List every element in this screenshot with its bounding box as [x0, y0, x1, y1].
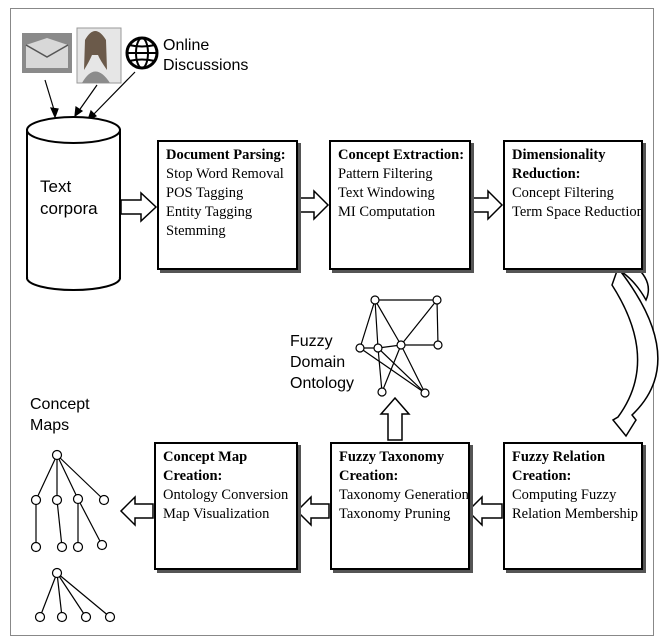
fuzzy-taxonomy-title: Fuzzy Taxonomy [339, 449, 445, 465]
concept-map-tree-2 [34, 567, 116, 623]
online-label: Online [163, 37, 210, 54]
concept-maps-label: Concept Maps [30, 394, 90, 436]
box-item: Map Visualization [163, 506, 270, 522]
flow-arrows [119, 189, 504, 527]
dimensionality-reduction-title: Dimensionality [512, 147, 606, 163]
diagram-frame [10, 8, 654, 636]
ontology-label-line3: Ontology [290, 375, 355, 392]
box-item: Term Space Reduction [512, 204, 643, 220]
person-photo-icon [76, 27, 122, 84]
concept-map-creation-box: Concept Map Creation: Ontology Conversio… [154, 442, 298, 570]
fuzzy-taxonomy-title-2: Creation: [339, 468, 399, 484]
concept-extraction-box: Concept Extraction: Pattern Filtering Te… [329, 140, 471, 270]
box-item: Taxonomy Pruning [339, 506, 451, 522]
arrow-mapcreation-to-maps [119, 495, 154, 527]
concept-extraction-title: Concept Extraction: [338, 147, 465, 163]
box-item: Relation Membership [512, 506, 639, 522]
text-corpora-line2: corpora [40, 199, 98, 218]
box-item: Computing Fuzzy [512, 487, 617, 503]
text-corpora-label: Text corpora [40, 176, 98, 220]
box-item: Pattern Filtering [338, 166, 433, 182]
online-discussions-label: Online Discussions [163, 36, 248, 76]
box-item: Concept Filtering [512, 185, 614, 201]
arrow-extraction-to-reduction [471, 189, 504, 221]
ontology-graph [355, 295, 443, 398]
arrow-corpora-to-parsing [120, 191, 158, 223]
box-item: POS Tagging [166, 185, 244, 201]
arrow-taxonomy-to-mapcreation [295, 495, 330, 527]
box-item: Stop Word Removal [166, 166, 284, 182]
box-item: MI Computation [338, 204, 436, 220]
text-corpora-line1: Text [40, 177, 72, 196]
box-item: Text Windowing [338, 185, 435, 201]
fuzzy-relation-title: Fuzzy Relation [512, 449, 606, 465]
document-parsing-title: Document Parsing: [166, 147, 286, 163]
ontology-label-line2: Domain [290, 354, 346, 371]
curved-arrow-reduction-to-relation [611, 260, 659, 438]
box-item: Entity Tagging [166, 204, 253, 220]
fuzzy-taxonomy-box: Fuzzy Taxonomy Creation: Taxonomy Genera… [330, 442, 470, 570]
concept-maps-line2: Maps [30, 417, 70, 434]
document-parsing-box: Document Parsing: Stop Word Removal POS … [157, 140, 298, 270]
fuzzy-domain-ontology-label: Fuzzy Domain Ontology [290, 331, 354, 394]
fuzzy-relation-box: Fuzzy Relation Creation: Computing Fuzzy… [503, 442, 643, 570]
globe-icon [125, 36, 159, 70]
box-item: Taxonomy Generation [339, 487, 469, 503]
text-corpora-cylinder [26, 116, 121, 291]
discussions-label: Discussions [163, 57, 249, 74]
fuzzy-relation-title-2: Creation: [512, 468, 572, 484]
concept-map-creation-title: Concept Map [163, 449, 248, 465]
box-item: Stemming [166, 223, 226, 239]
concept-map-creation-title-2: Creation: [163, 468, 223, 484]
email-icon [22, 33, 72, 73]
arrow-parsing-to-extraction [298, 189, 330, 221]
box-item: Ontology Conversion [163, 487, 289, 503]
arrow-relation-to-taxonomy [466, 495, 503, 527]
concept-map-tree-1 [30, 449, 110, 553]
concept-maps-line1: Concept [30, 396, 90, 413]
dimensionality-reduction-box: Dimensionality Reduction: Concept Filter… [503, 140, 643, 270]
arrow-taxonomy-to-ontology [379, 396, 411, 441]
ontology-label-line1: Fuzzy [290, 333, 333, 350]
dimensionality-reduction-title-2: Reduction: [512, 166, 581, 182]
